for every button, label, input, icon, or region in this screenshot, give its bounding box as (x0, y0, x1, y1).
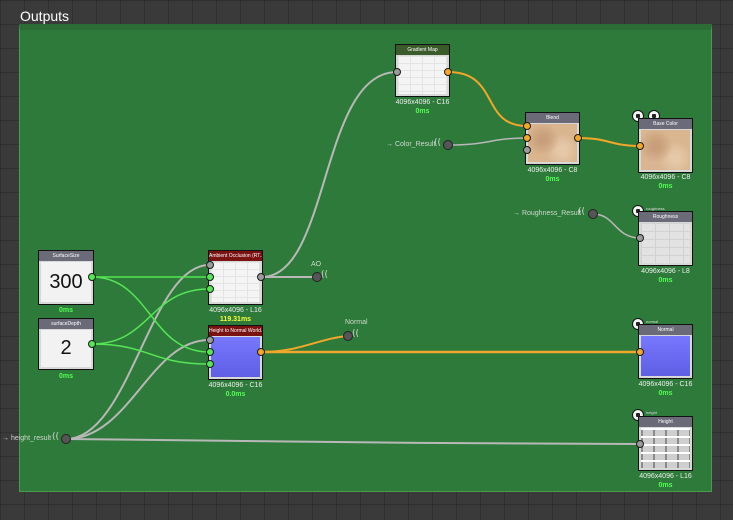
gradient-map-time: 0ms (415, 108, 430, 115)
roughness-output-node[interactable]: Roughness (638, 211, 693, 266)
ambient-occlusion-time: 119.31ms (219, 316, 252, 323)
frame-title: Outputs (20, 8, 70, 24)
blend-output[interactable] (574, 134, 582, 142)
blend-input-foreground[interactable] (523, 122, 531, 130)
surface-size-time: 0ms (58, 307, 73, 314)
normal-input-depth[interactable] (206, 360, 214, 368)
blend-thumbnail (528, 124, 577, 162)
height-result-pin[interactable] (61, 434, 71, 444)
node-title: Height to Normal World... (209, 326, 262, 336)
height-result-ring-icon: (( (52, 432, 60, 442)
normal-identifier: normal (646, 319, 659, 324)
normal-output-pin[interactable] (343, 331, 353, 341)
node-title: Blend (526, 113, 579, 123)
gradient-map-input[interactable] (393, 68, 401, 76)
gradient-map-thumbnail (398, 56, 447, 94)
roughness-thumbnail (641, 223, 690, 263)
blend-time: 0ms (545, 176, 560, 183)
roughness-size: 4096x4096 - L8 (641, 268, 690, 275)
height-to-normal-size: 4096x4096 - C16 (208, 382, 263, 389)
color-result-pin[interactable] (443, 140, 453, 150)
color-result-label: → Color_Result (386, 141, 436, 148)
outputs-frame[interactable] (19, 24, 712, 492)
base-color-size: 4096x4096 - C8 (640, 174, 691, 181)
node-title: Gradient Map (396, 45, 449, 55)
normal-thumbnail (641, 336, 690, 376)
gradient-map-size: 4096x4096 - C16 (395, 99, 450, 106)
color-result-ring-icon: (( (434, 138, 442, 148)
height-result-label: → height_result (2, 435, 52, 442)
blend-input-opacity[interactable] (523, 146, 531, 154)
surface-depth-time: 0ms (58, 373, 73, 380)
node-title: Normal (639, 325, 692, 335)
ao-input-size[interactable] (206, 273, 214, 281)
normal-size: 4096x4096 - C16 (638, 381, 693, 388)
node-title: Height (639, 417, 692, 427)
height-identifier: height (646, 410, 657, 415)
ambient-occlusion-size: 4096x4096 - L16 (209, 307, 262, 314)
normal-input-height[interactable] (206, 336, 214, 344)
roughness-result-pin[interactable] (588, 209, 598, 219)
normal-output-node[interactable]: Normal (638, 324, 693, 379)
surface-depth-output-port[interactable] (88, 340, 96, 348)
base-color-thumbnail (641, 130, 690, 170)
height-input[interactable] (636, 440, 644, 448)
normal-time: 0ms (658, 390, 673, 397)
ao-output-pin[interactable] (312, 272, 322, 282)
surface-size-node[interactable]: SurfaceSize 300 (38, 250, 94, 305)
roughness-time: 0ms (658, 277, 673, 284)
height-to-normal-thumbnail (211, 337, 260, 377)
height-size: 4096x4096 - L16 (639, 473, 692, 480)
surface-size-output-port[interactable] (88, 273, 96, 281)
normal-ring-icon: (( (352, 329, 360, 339)
ao-input-depth[interactable] (206, 285, 214, 293)
height-to-normal-node[interactable]: Height to Normal World... (208, 325, 263, 380)
normal-output-label: Normal (345, 319, 368, 326)
surface-depth-value[interactable]: 2 (41, 330, 91, 367)
base-color-output-node[interactable]: Base Color (638, 118, 693, 173)
blend-size: 4096x4096 - C8 (527, 167, 578, 174)
height-output-node[interactable]: Height (638, 416, 693, 471)
node-title: Ambient Occlusion (RT... (209, 251, 262, 261)
height-to-normal-time: 0.0ms (225, 391, 246, 398)
node-title: surfaceDepth (39, 319, 93, 329)
normal-input[interactable] (636, 348, 644, 356)
gradient-map-node[interactable]: Gradient Map (395, 44, 450, 97)
roughness-input[interactable] (636, 234, 644, 242)
node-title: Base Color (639, 119, 692, 129)
surface-depth-node[interactable]: surfaceDepth 2 (38, 318, 94, 370)
ao-output-label: AO (311, 261, 322, 268)
node-title: Roughness (639, 212, 692, 222)
surface-size-value[interactable]: 300 (41, 262, 91, 302)
ambient-occlusion-thumbnail (211, 262, 260, 302)
blend-node[interactable]: Blend (525, 112, 580, 165)
base-color-input[interactable] (636, 142, 644, 150)
normal-output-port[interactable] (257, 348, 265, 356)
ao-output-port[interactable] (257, 273, 265, 281)
ambient-occlusion-node[interactable]: Ambient Occlusion (RT... (208, 250, 263, 305)
normal-input-size[interactable] (206, 348, 214, 356)
height-time: 0ms (658, 482, 673, 489)
roughness-result-label: → Roughness_Result (513, 210, 582, 217)
height-thumbnail (641, 428, 690, 468)
base-color-time: 0ms (658, 183, 673, 190)
blend-input-background[interactable] (523, 134, 531, 142)
node-title: SurfaceSize (39, 251, 93, 261)
roughness-identifier: roughness (646, 206, 665, 211)
ao-ring-icon: (( (321, 270, 329, 280)
ao-input-height[interactable] (206, 261, 214, 269)
gradient-map-output[interactable] (444, 68, 452, 76)
roughness-result-ring-icon: (( (578, 207, 586, 217)
